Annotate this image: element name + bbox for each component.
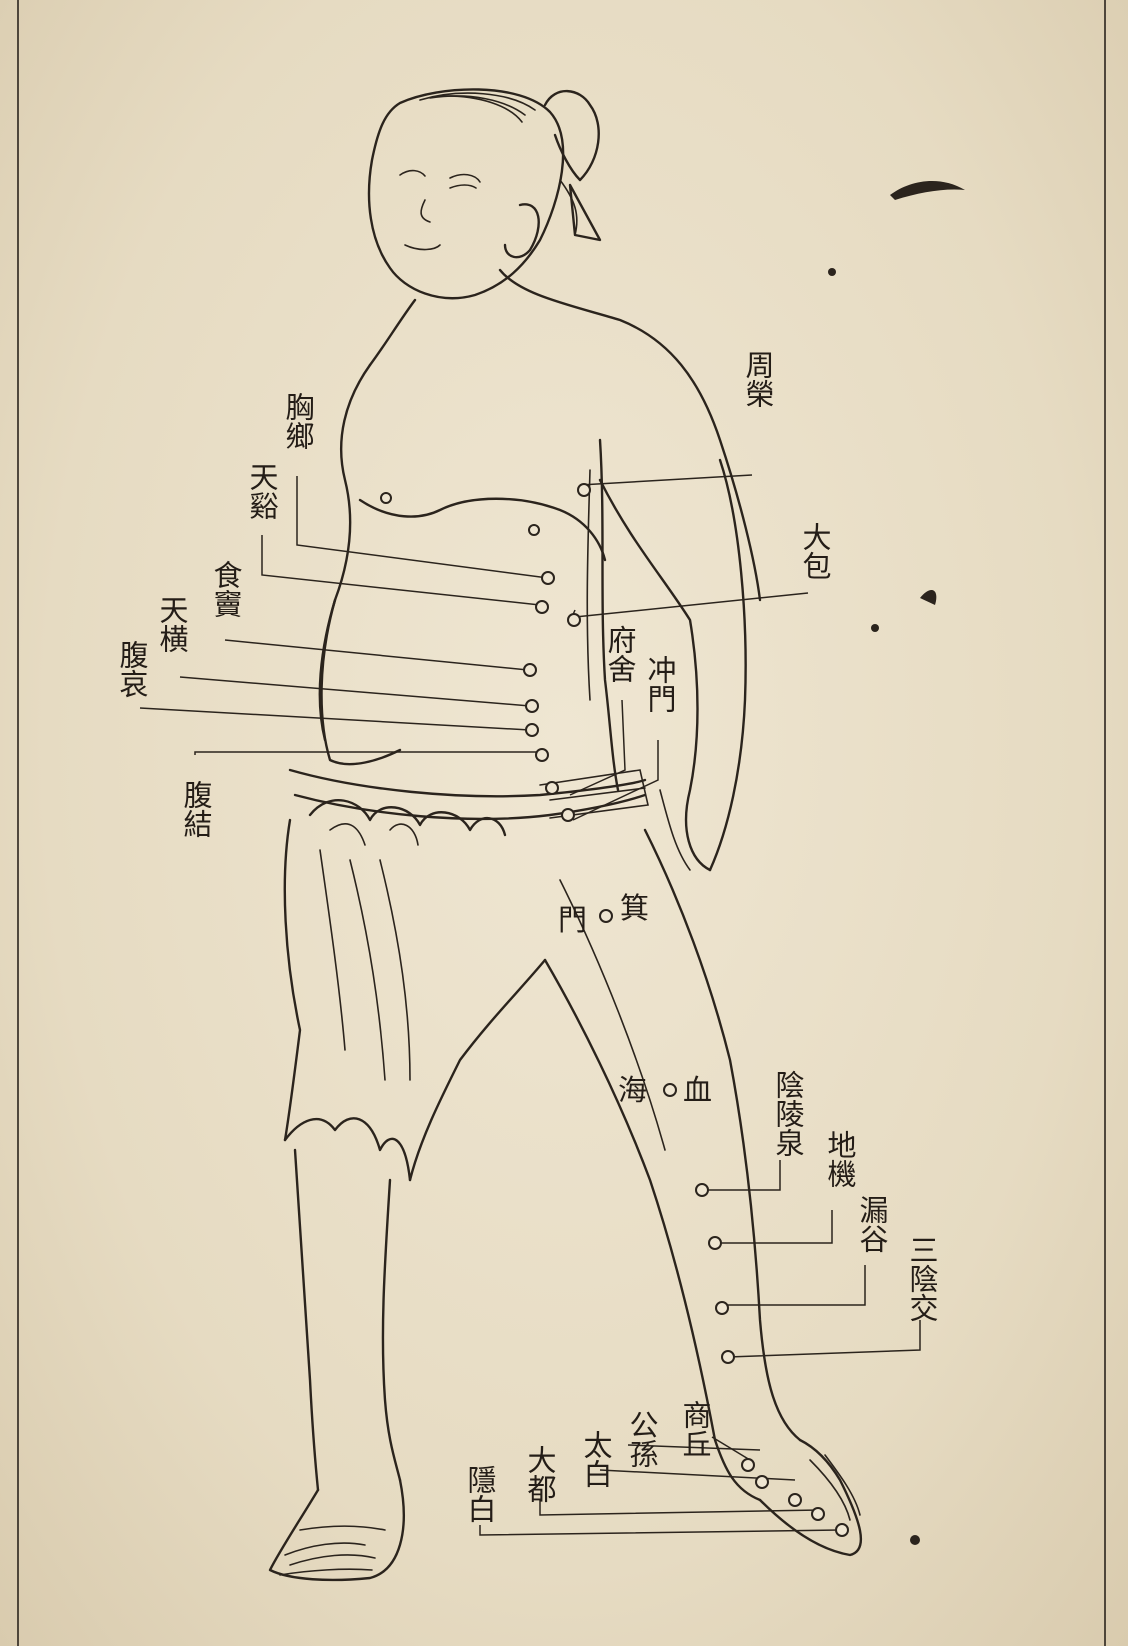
point-taibai [789,1494,801,1506]
point-dadu [812,1508,824,1520]
label-yinlingquan: 陰陵泉 [771,1070,805,1157]
label-zhourong: 周榮 [741,350,775,408]
point-zhourong [578,484,590,496]
label-yinbai: 隱白 [463,1465,497,1523]
point-daheng [526,700,538,712]
point-xiongxiang [542,572,554,584]
point-lougu [716,1302,728,1314]
point-diji [709,1237,721,1249]
label-xuehai-xue: 血 [683,1073,712,1107]
point-chongmen [562,809,574,821]
label-xiongxiang: 胸鄉 [281,392,315,450]
label-chongmen: 冲門 [643,655,677,713]
label-xuehai-hai: 海 [618,1073,647,1107]
label-fujie: 腹結 [179,780,213,838]
point-yinbai [836,1524,848,1536]
label-taibai: 太白 [579,1430,613,1488]
label-daheng: 天横 [155,595,189,653]
label-tianxi: 天谿 [245,462,279,520]
label-lougu: 漏谷 [855,1195,889,1253]
point-yinlingquan [696,1184,708,1196]
point-xuehai [664,1084,676,1096]
acupoint-leader-lines [140,475,920,1535]
human-figure [270,89,861,1580]
label-shidou: 食竇 [209,560,243,618]
point-labels: 胸鄉 天谿 食竇 天横 腹哀 腹結 周榮 大包 府舍 冲門 門 箕 海 血 陰陵… [115,350,939,1523]
point-gongsun [756,1476,768,1488]
label-shangqiu: 商丘 [678,1400,712,1458]
label-jimen-ji: 箕 [620,891,649,925]
label-fuai: 腹哀 [115,640,149,698]
point-shangqiu [742,1459,754,1471]
point-fuai [526,724,538,736]
point-fushe [546,782,558,794]
label-jimen-men: 門 [558,903,587,937]
label-gongsun: 公孫 [625,1410,659,1468]
label-sanyinjiao: 三陰交 [905,1235,939,1322]
point-shidou [524,664,536,676]
label-diji: 地機 [823,1130,857,1188]
label-dabao: 大包 [798,522,832,580]
point-sanyinjiao [722,1351,734,1363]
paper-marks [828,181,965,1545]
point-dabao [568,614,580,626]
label-fushe: 府舍 [603,625,637,683]
point-jimen [600,910,612,922]
point-fujie [536,749,548,761]
label-dadu: 大都 [523,1445,557,1503]
point-tianxi [536,601,548,613]
